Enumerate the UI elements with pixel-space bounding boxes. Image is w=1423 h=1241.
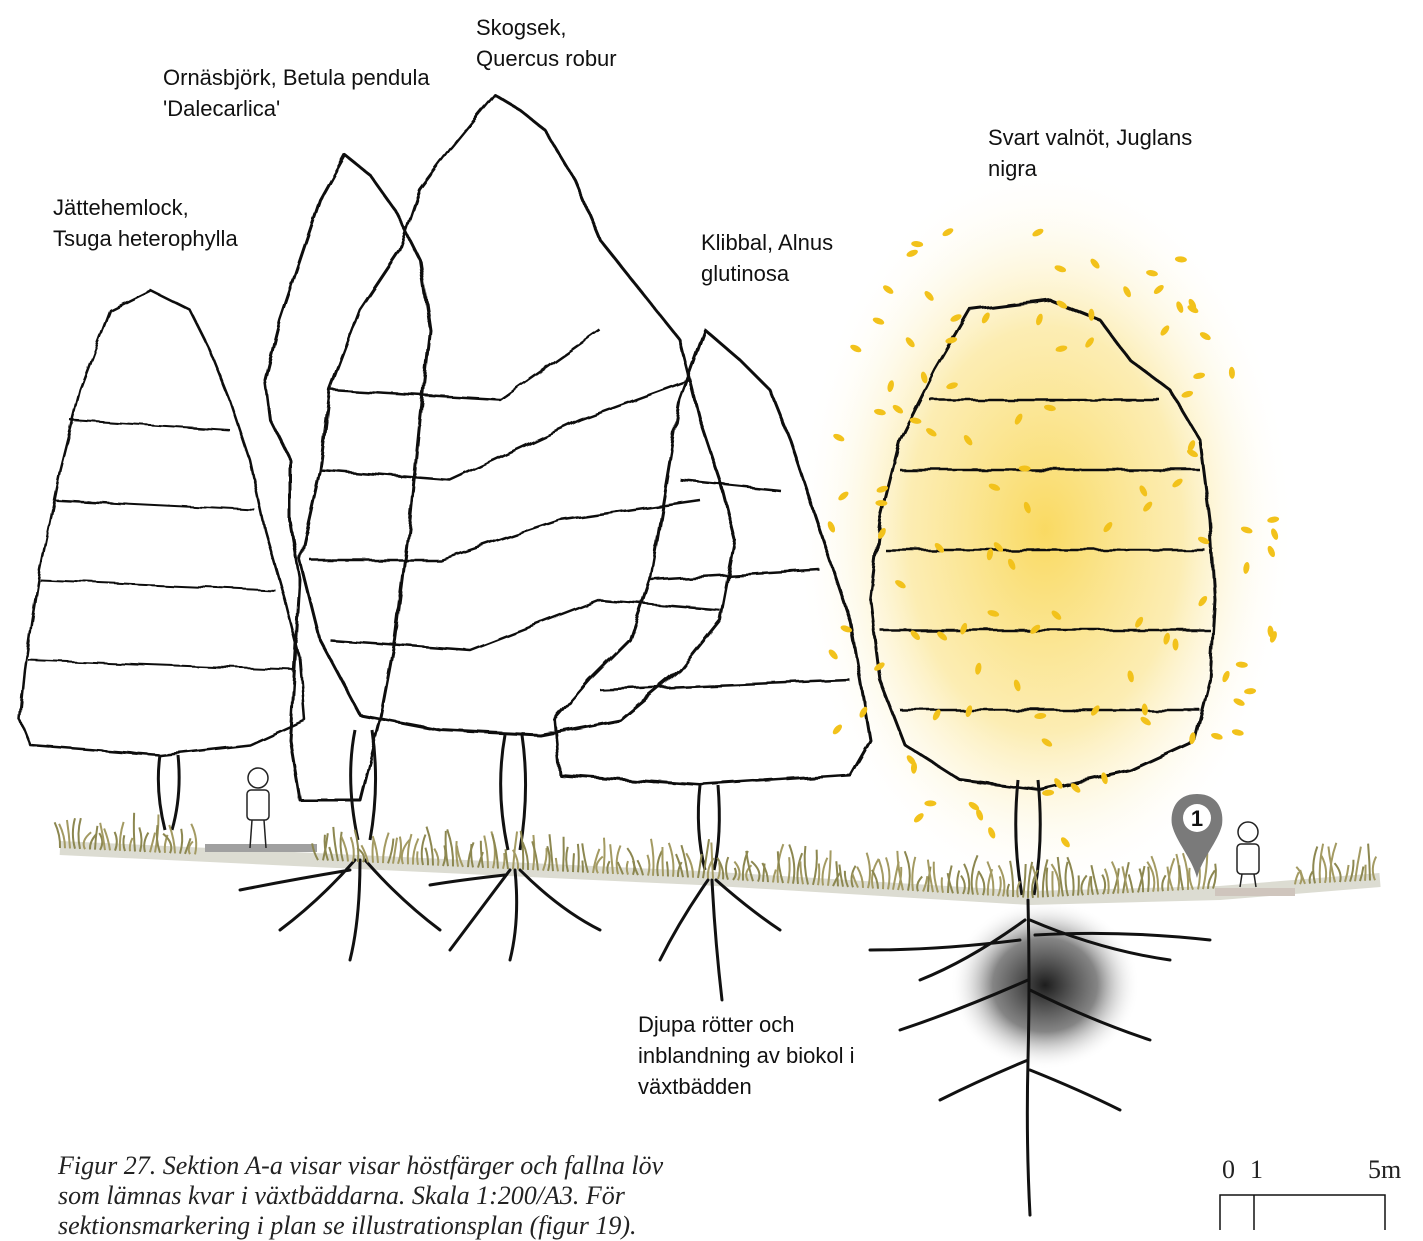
label-betula-line-2: 'Dalecarlica' xyxy=(163,93,430,124)
grass-tuft xyxy=(566,847,568,872)
grass-tuft xyxy=(1320,844,1323,883)
grass-tuft xyxy=(818,863,819,885)
grass-tuft xyxy=(942,877,943,892)
grass-tuft xyxy=(1213,864,1216,889)
grass-tuft xyxy=(1176,854,1179,890)
figure-caption-line-1: Figur 27. Sektion A-a visar visar höstfä… xyxy=(58,1151,758,1181)
grass-tuft xyxy=(1313,847,1317,884)
label-roots-line-2: inblandning av biokol i xyxy=(638,1040,855,1071)
label-tsuga: Jättehemlock, Tsuga heterophylla xyxy=(53,192,238,254)
label-quercus-line-2: Quercus robur xyxy=(476,43,617,74)
grass-tuft xyxy=(1052,871,1053,897)
grass-tuft xyxy=(1365,865,1366,881)
label-alnus-line-1: Klibbal, Alnus xyxy=(701,227,833,258)
grass-tuft xyxy=(372,838,373,862)
grass-tuft xyxy=(533,835,534,870)
grass-tuft xyxy=(73,818,75,848)
grass-tuft xyxy=(134,813,135,852)
section-marker-number: 1 xyxy=(1191,806,1203,831)
label-roots-line-1: Djupa rötter och xyxy=(638,1009,855,1040)
label-tsuga-line-2: Tsuga heterophylla xyxy=(53,223,238,254)
label-roots: Djupa rötter och inblandning av biokol i… xyxy=(638,1009,855,1102)
figure-caption: Figur 27. Sektion A-a visar visar höstfä… xyxy=(58,1151,758,1241)
scale-tick-5m: 5m xyxy=(1368,1155,1401,1185)
grass-tuft xyxy=(573,853,574,872)
grass-tuft xyxy=(603,838,605,874)
grass-tuft xyxy=(1183,853,1188,890)
path-right xyxy=(1215,888,1295,896)
quercus-crown xyxy=(300,95,735,735)
grass-tuft xyxy=(1148,867,1149,892)
grass-tuft xyxy=(718,862,720,879)
grass-tuft xyxy=(1179,865,1183,890)
scale-bar xyxy=(1220,1195,1385,1230)
figure-caption-line-3: sektionsmarkering i plan se illustration… xyxy=(58,1211,758,1241)
person-left xyxy=(247,768,269,848)
label-juglans-line-2: nigra xyxy=(988,153,1192,184)
label-betula: Ornäsbjörk, Betula pendula 'Dalecarlica' xyxy=(163,62,430,124)
label-betula-line-1: Ornäsbjörk, Betula pendula xyxy=(163,62,430,93)
grass-tuft xyxy=(123,835,125,851)
grass-tuft xyxy=(563,837,564,872)
scale-tick-1: 1 xyxy=(1250,1155,1263,1185)
grass-tuft xyxy=(1078,875,1079,895)
falling-leaf xyxy=(924,800,936,806)
label-alnus: Klibbal, Alnus glutinosa xyxy=(701,227,833,289)
label-roots-line-3: växtbädden xyxy=(638,1071,855,1102)
label-tsuga-line-1: Jättehemlock, xyxy=(53,192,238,223)
path-left xyxy=(205,844,317,852)
label-quercus-line-1: Skogsek, xyxy=(476,12,617,43)
label-juglans: Svart valnöt, Juglans nigra xyxy=(988,122,1192,184)
figure-caption-line-2: som lämnas kvar i växtbäddarna. Skala 1:… xyxy=(58,1181,758,1211)
label-juglans-line-1: Svart valnöt, Juglans xyxy=(988,122,1192,153)
grass-tuft xyxy=(503,853,505,869)
grass-tuft xyxy=(726,857,728,880)
label-alnus-line-2: glutinosa xyxy=(701,258,833,289)
grass-tuft xyxy=(578,844,579,872)
person-right xyxy=(1237,822,1259,887)
label-quercus: Skogsek, Quercus robur xyxy=(476,12,617,74)
grass-tuft xyxy=(788,857,790,883)
grass-tuft xyxy=(1189,868,1193,890)
tsuga-crown xyxy=(20,290,305,755)
grass-tuft xyxy=(180,829,182,854)
grass-tuft xyxy=(417,851,418,864)
grass-tuft xyxy=(662,847,663,876)
grass-tuft xyxy=(667,862,668,877)
grass-tuft xyxy=(582,861,583,873)
scale-tick-0: 0 xyxy=(1222,1155,1235,1185)
